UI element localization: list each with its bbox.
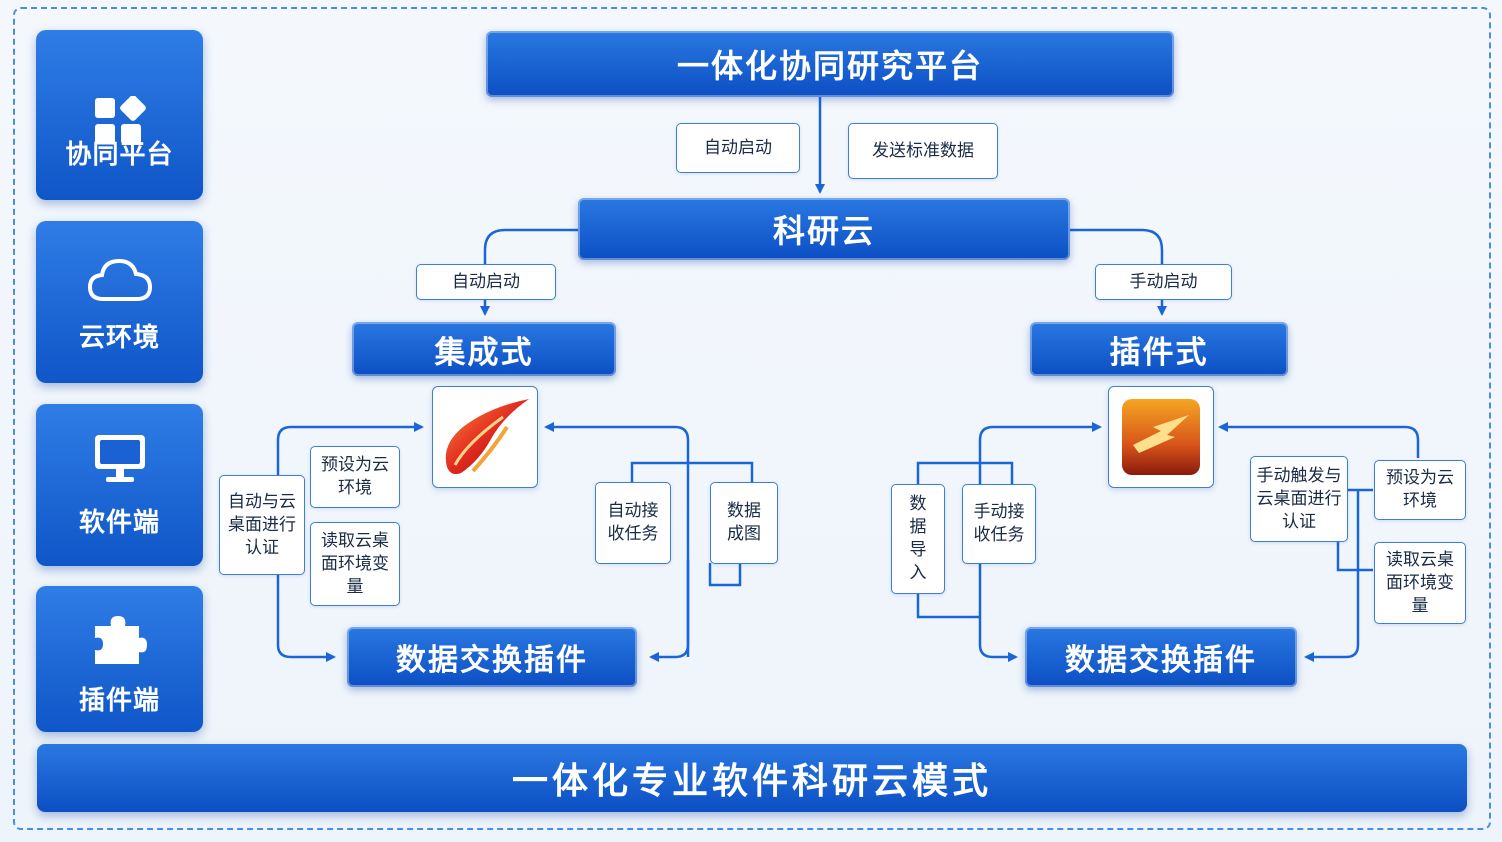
connector-left-tasks-logo — [544, 422, 690, 657]
sidebar-item-label: 软件端 — [78, 508, 160, 538]
plugin-mode-box: 插件式 — [1030, 322, 1288, 376]
tag-auto-start-top: 自动启动 — [676, 123, 800, 173]
puzzle-icon — [36, 612, 203, 668]
sidebar-item-collab-platform[interactable]: 协同平台 — [36, 30, 203, 200]
connector-left-auth-plugin — [276, 572, 336, 662]
step-auto-auth: 自动与云桌面进行认证 — [219, 475, 305, 575]
plugin-logo-box — [1108, 386, 1214, 488]
cloud-icon — [36, 255, 203, 305]
connector-cloud-plugin — [1070, 228, 1167, 316]
step-data-chart: 数据成图 — [710, 482, 778, 564]
sidebar-item-plugin[interactable]: 插件端 — [36, 586, 203, 732]
sidebar-item-label: 插件端 — [78, 686, 160, 716]
platform-title: 一体化协同研究平台 — [486, 31, 1174, 97]
plugin-software-logo-icon — [1122, 399, 1200, 475]
tag-manual-start-right: 手动启动 — [1095, 264, 1232, 300]
step-preset-cloud-env: 预设为云环境 — [310, 446, 400, 508]
data-exchange-plugin-right: 数据交换插件 — [1025, 627, 1297, 687]
step-read-env-vars: 读取云桌面环境变量 — [310, 522, 400, 606]
tag-auto-start-left: 自动启动 — [416, 264, 556, 300]
data-exchange-plugin-left: 数据交换插件 — [347, 627, 637, 687]
connector-right-auth-plugin — [1304, 490, 1360, 662]
step-data-import: 数据导入 — [891, 484, 945, 594]
integrated-mode-box: 集成式 — [352, 322, 616, 376]
monitor-icon — [36, 432, 203, 486]
sidebar-item-label: 云环境 — [78, 323, 160, 353]
step-auto-receive-task: 自动接收任务 — [595, 482, 671, 564]
connector-right-import-logo — [978, 422, 1102, 441]
sidebar-item-software[interactable]: 软件端 — [36, 404, 203, 566]
integrated-logo-box — [432, 386, 538, 488]
connector-left-task-group-bottom — [708, 563, 742, 587]
connector-left-task-group-top — [630, 461, 754, 482]
sidebar-item-label: 协同平台 — [65, 140, 174, 170]
connector-right-import-group-bottom — [916, 594, 980, 619]
connector-left-auth-logo — [276, 422, 424, 572]
integrated-software-logo-icon — [445, 399, 529, 475]
step-manual-auth: 手动触发与云桌面进行认证 — [1250, 456, 1348, 542]
sidebar-item-cloud-env[interactable]: 云环境 — [36, 221, 203, 383]
step-manual-receive-task: 手动接收任务 — [962, 484, 1036, 564]
research-cloud-box: 科研云 — [578, 198, 1070, 260]
step-read-env-vars-right: 读取云桌面环境变量 — [1374, 542, 1466, 624]
connector-left-tasks-plugin — [649, 560, 690, 662]
step-preset-cloud-env-right: 预设为云环境 — [1374, 460, 1466, 520]
connector-cloud-integrated — [480, 228, 578, 316]
connector-right-auth-read — [1336, 540, 1373, 572]
diagram-frame — [13, 7, 1491, 830]
apps-grid-icon — [36, 96, 203, 146]
connector-right-import-plugin — [978, 440, 1018, 662]
tag-send-standard-data: 发送标准数据 — [848, 123, 998, 179]
connector-right-preset-logo — [1218, 422, 1420, 458]
footer-title: 一体化专业软件科研云模式 — [37, 744, 1467, 812]
connector-right-import-group-top — [916, 461, 1014, 484]
